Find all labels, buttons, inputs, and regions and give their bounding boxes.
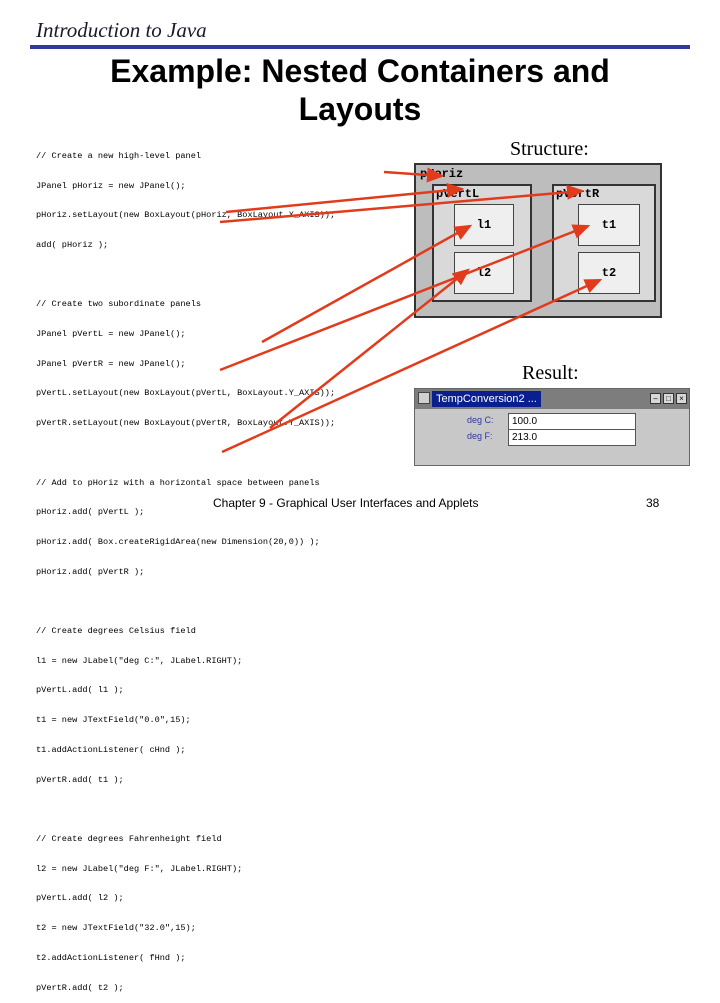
code-line	[36, 805, 335, 815]
code-line: t2 = new JTextField("32.0",15);	[36, 923, 196, 934]
arrow-t2	[221, 278, 603, 454]
code-line: pHoriz.add( pVertL );	[36, 507, 145, 518]
window-title-bar[interactable]: TempConversion2 ... – □ ×	[415, 389, 689, 409]
slide-title-line2: Layouts	[298, 91, 422, 127]
window-title: TempConversion2 ...	[432, 391, 541, 407]
code-line: t2.addActionListener( fHnd );	[36, 952, 186, 963]
code-line: pHoriz.add( pVertR );	[36, 566, 145, 577]
code-line: l1 = new JLabel("deg C:", JLabel.RIGHT);	[36, 655, 243, 666]
code-line: add( pHoriz );	[36, 239, 109, 250]
code-line: pVertR.add( t1 );	[36, 774, 124, 785]
code-line: JPanel pVertL = new JPanel();	[36, 329, 186, 340]
header-rule	[30, 45, 690, 49]
code-line: JPanel pVertR = new JPanel();	[36, 358, 186, 369]
arrow-pvertl	[225, 182, 465, 214]
structure-label: Structure:	[510, 138, 589, 160]
footer-chapter: Chapter 9 - Graphical User Interfaces an…	[213, 496, 479, 510]
course-header: Introduction to Java	[36, 18, 207, 42]
arrow-l1	[261, 224, 473, 344]
code-line: // Create degrees Fahrenheight field	[36, 833, 222, 844]
window-menu-icon[interactable]	[418, 392, 430, 404]
code-line	[36, 597, 335, 607]
code-line: pVertL.add( l2 );	[36, 893, 124, 904]
arrow-t1	[219, 224, 591, 372]
maximize-icon[interactable]: □	[663, 393, 674, 404]
code-line: JPanel pHoriz = new JPanel();	[36, 180, 186, 191]
result-window: TempConversion2 ... – □ × deg C: deg F:	[414, 388, 690, 466]
close-icon[interactable]: ×	[676, 393, 687, 404]
celsius-label: deg C:	[467, 415, 494, 425]
code-line: // Create a new high-level panel	[36, 150, 202, 161]
code-line: // Create two subordinate panels	[36, 299, 202, 310]
code-line: pVertL.setLayout(new BoxLayout(pVertL, B…	[36, 388, 336, 399]
minimize-icon[interactable]: –	[650, 393, 661, 404]
slide-title: Example: Nested Containers and Layouts	[40, 52, 680, 128]
code-line: l2 = new JLabel("deg F:", JLabel.RIGHT);	[36, 863, 243, 874]
result-label: Result:	[522, 362, 579, 384]
page-number: 38	[646, 496, 660, 510]
code-line: // Add to pHoriz with a horizontal space…	[36, 477, 320, 488]
code-line: pVertR.add( t2 );	[36, 982, 124, 993]
fahrenheit-field[interactable]: 213.0	[508, 429, 636, 446]
arrow-overlay	[219, 167, 603, 454]
code-line: pVertL.add( l1 );	[36, 685, 124, 696]
arrow-l2	[269, 268, 470, 429]
code-line: t1 = new JTextField("0.0",15);	[36, 715, 191, 726]
fahrenheit-label: deg F:	[467, 431, 493, 441]
arrow-pvertr	[219, 184, 585, 224]
code-line: t1.addActionListener( cHnd );	[36, 744, 186, 755]
slide-title-line1: Example: Nested Containers and	[110, 53, 610, 89]
arrow-phoriz	[383, 167, 445, 183]
code-line: // Create degrees Celsius field	[36, 626, 196, 637]
